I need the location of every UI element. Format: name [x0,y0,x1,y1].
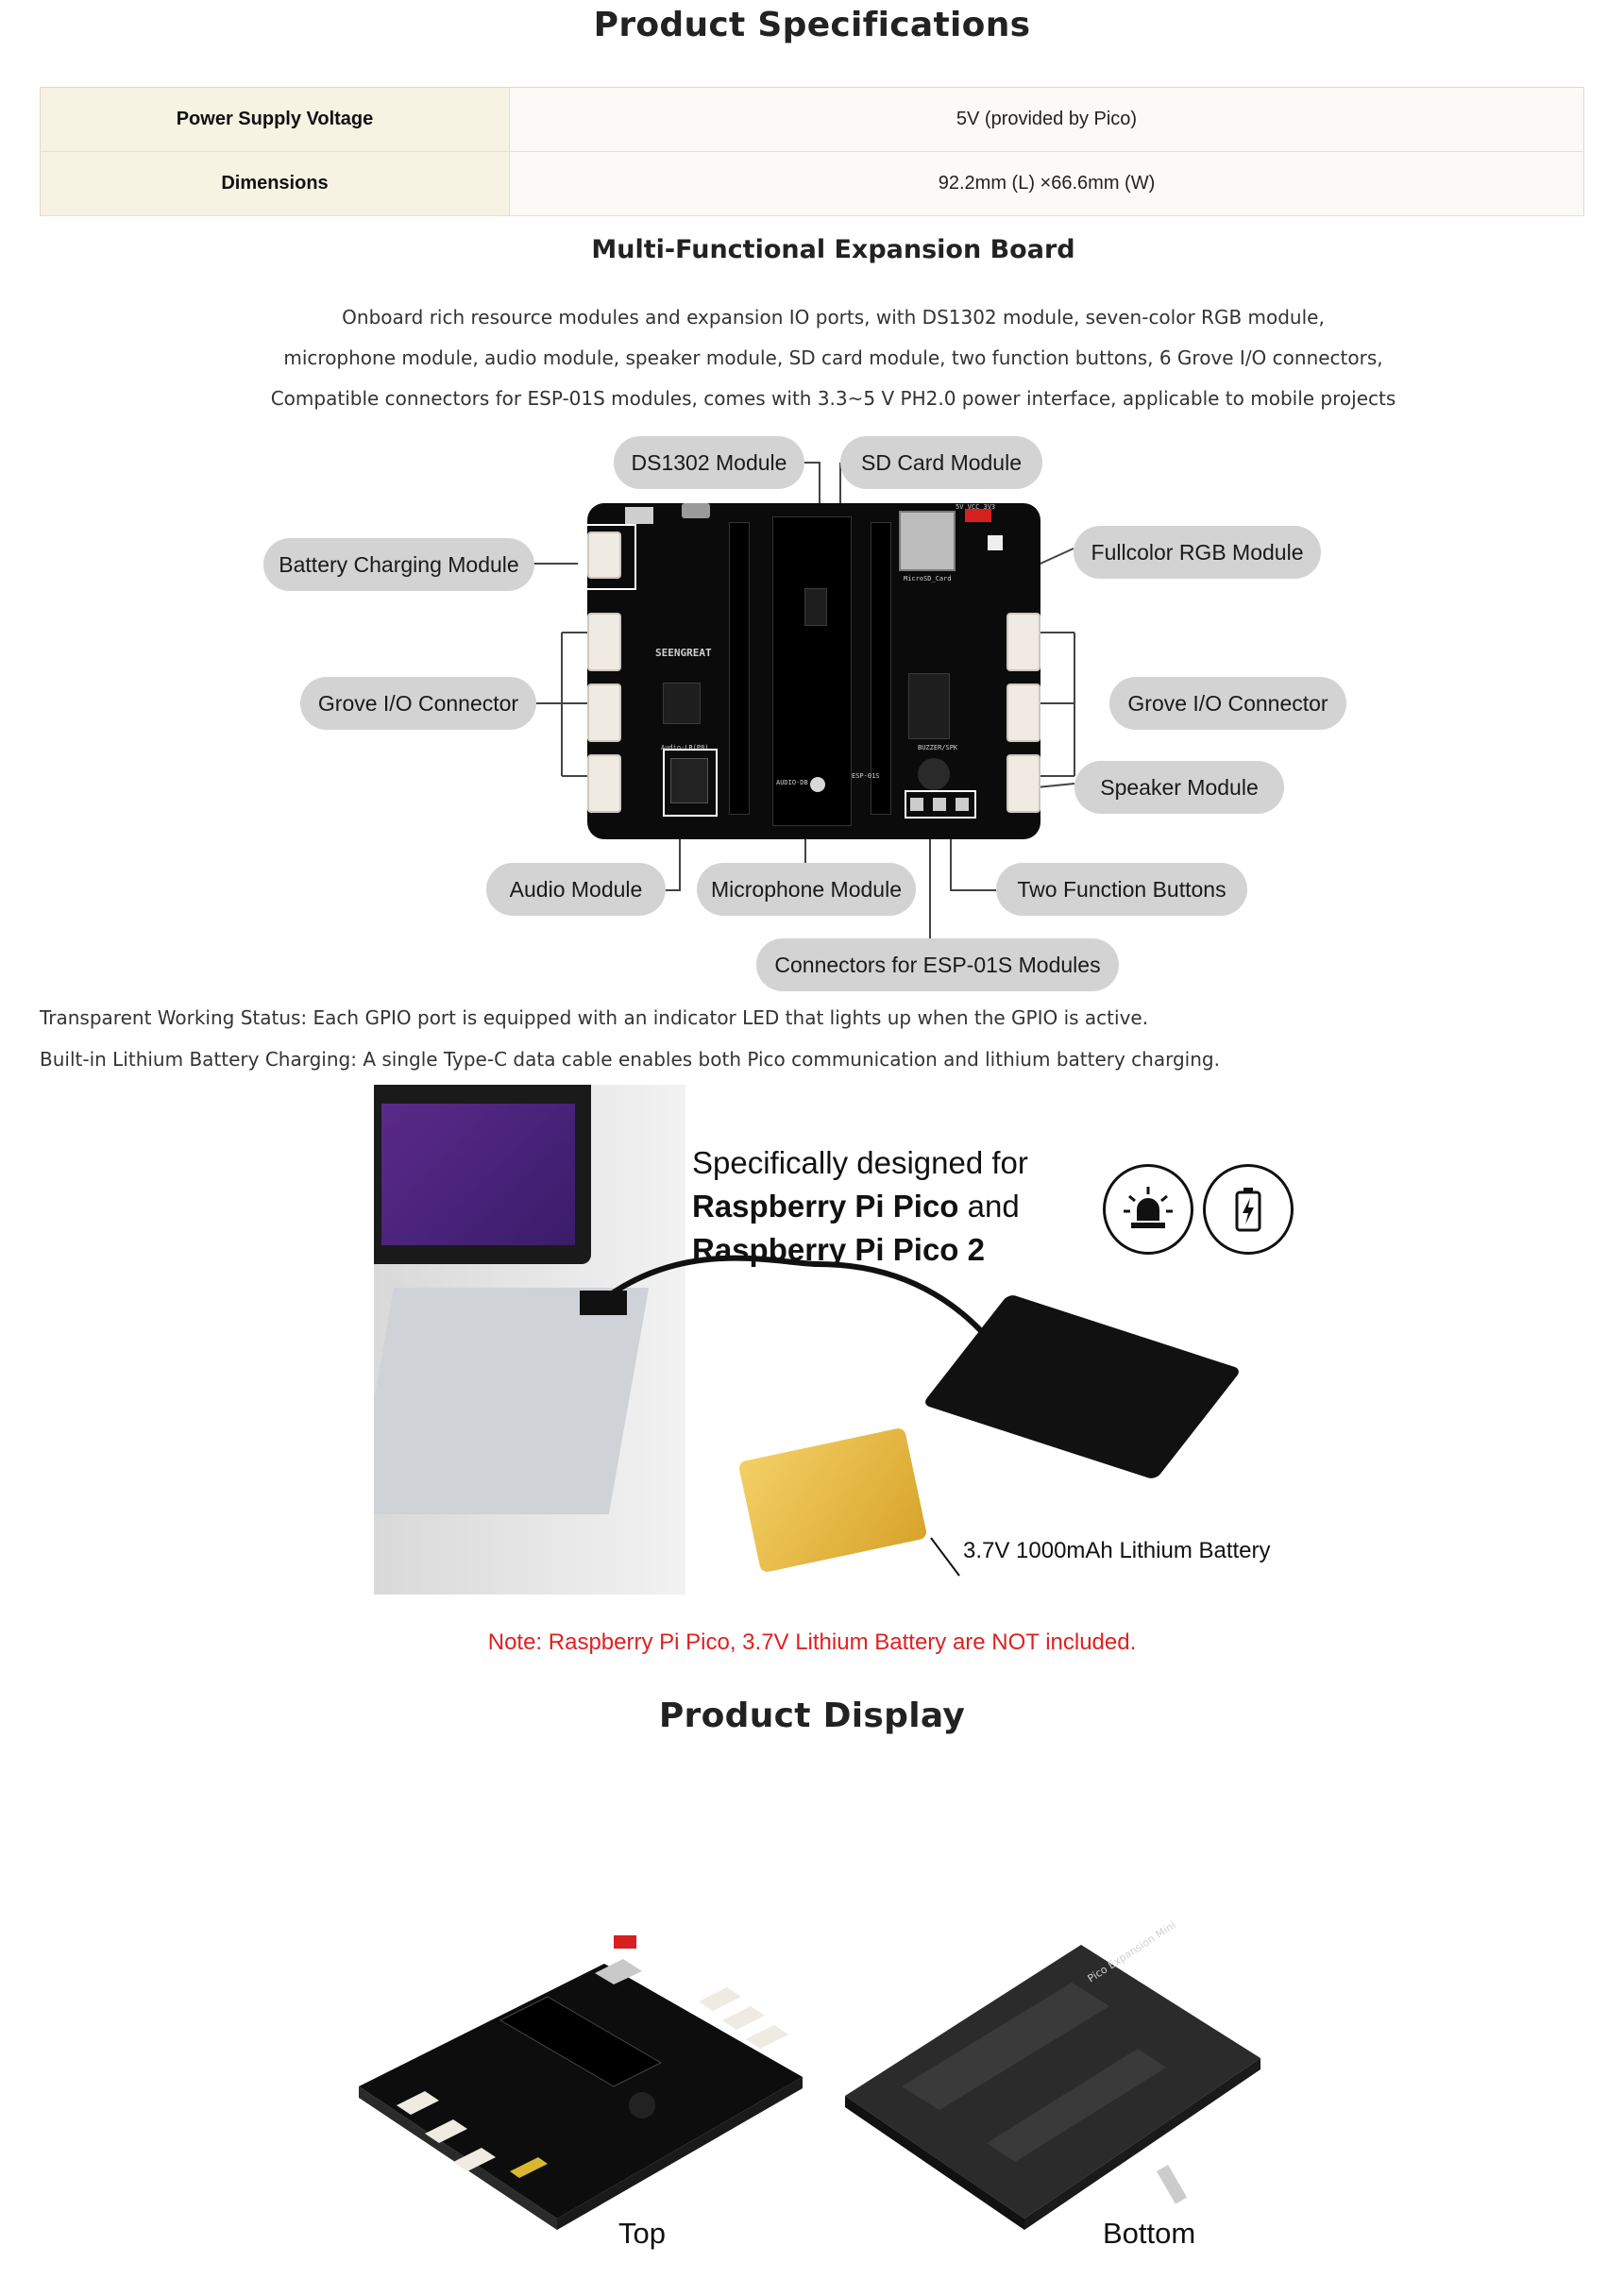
battery-label: 3.7V 1000mAh Lithium Battery [963,1538,1271,1563]
pico-header [772,516,852,826]
grove-port [1007,754,1040,813]
highlight-box [663,749,718,817]
screen-tiles [381,1104,575,1245]
board-silk: MicroSD_Card [904,575,952,582]
description-line: microphone module, audio module, speaker… [283,346,1383,369]
callout-ds1302: DS1302 Module [614,436,804,489]
board-silk: AUDIO-DB [776,779,808,786]
pin-header-left [729,522,750,815]
grove-port [587,613,621,671]
sd-slot [899,511,956,571]
usb-c-port [682,503,710,518]
bottom-board-photo: Pico Expansion Mini [845,1919,1260,2230]
bottom-label: Bottom [1103,2217,1196,2250]
spec-label: Power Supply Voltage [40,87,510,152]
table-row: Dimensions 92.2mm (L) ×66.6mm (W) [40,151,1584,216]
pin-header-right [871,522,891,815]
grove-port [587,754,621,813]
callout-audio: Audio Module [486,863,666,916]
headline-line: Specifically designed for [692,1145,1028,1180]
callout-speaker: Speaker Module [1074,761,1284,814]
callout-battery-charging: Battery Charging Module [263,538,534,591]
headline-line: and [958,1189,1020,1224]
board-brand: SEENGREAT [655,647,712,659]
callout-sd-card: SD Card Module [840,436,1042,489]
spec-title: Product Specifications [593,6,1031,44]
spec-table: Power Supply Voltage 5V (provided by Pic… [40,87,1584,216]
button-switch [910,798,923,811]
bottom-silk: Pico Expansion Mini [1086,1919,1178,1985]
microphone [810,777,825,792]
top-board-photo [359,1935,803,2230]
headline-line: Raspberry Pi Pico [692,1189,959,1224]
callout-grove-left: Grove I/O Connector [300,677,536,730]
spec-label: Dimensions [40,151,510,216]
button-switch [933,798,946,811]
promo-image: Specifically designed for Raspberry Pi P… [374,1085,1318,1595]
expansion-board-image: SEENGREAT MicroSD_Card BUZZER/SPK Audio-… [587,503,1040,839]
button-switch [956,798,969,811]
feature-text: Transparent Working Status: Each GPIO po… [40,1006,1149,1029]
laptop-screen [374,1085,591,1264]
spec-value: 5V (provided by Pico) [509,87,1584,152]
callout-buttons: Two Function Buttons [996,863,1247,916]
feature-text: Built-in Lithium Battery Charging: A sin… [40,1048,1220,1071]
audio-jack [670,758,708,803]
board-diagram: SEENGREAT MicroSD_Card BUZZER/SPK Audio-… [0,425,1624,991]
rgb-led [988,535,1003,550]
speaker-buzzer [918,758,950,790]
table-row: Power Supply Voltage 5V (provided by Pic… [40,87,1584,152]
highlight-box [905,790,976,819]
callout-esp01s: Connectors for ESP-01S Modules [756,938,1119,991]
display-title: Product Display [658,1697,966,1735]
board-silk: Audio-LR(P8) [661,744,709,751]
usb-cable [580,1255,1000,1577]
board-silk: ESP-01S [852,772,880,780]
expansion-title: Multi-Functional Expansion Board [591,235,1075,264]
grove-port [1007,684,1040,742]
callout-grove-right: Grove I/O Connector [1109,677,1346,730]
power-switch [965,509,991,522]
description-line: Onboard rich resource modules and expans… [342,306,1325,329]
description-line: Compatible connectors for ESP-01S module… [270,387,1396,410]
note-text: Note: Raspberry Pi Pico, 3.7V Lithium Ba… [487,1629,1137,1655]
ic-chip [908,673,950,739]
grove-port [1007,613,1040,671]
ic-chip [663,683,701,724]
highlight-box [587,524,636,590]
battery-connector [587,532,621,579]
spec-value: 92.2mm (L) ×66.6mm (W) [509,151,1584,216]
slide-switch [625,507,653,524]
headline-line: Raspberry Pi Pico 2 [692,1232,985,1267]
battery-charging-icon [1203,1164,1294,1255]
expansion-description: Onboard rich resource modules and expans… [0,297,1624,419]
grove-port [587,684,621,742]
board-silk: 5V VCC 3V3 [956,503,996,511]
promo-headline: Specifically designed for Raspberry Pi P… [692,1141,1028,1272]
callout-microphone: Microphone Module [697,863,916,916]
board-silk: BUZZER/SPK [918,744,958,751]
top-label: Top [618,2217,666,2250]
alarm-light-icon [1103,1164,1193,1255]
ic-chip [804,588,827,626]
callout-rgb: Fullcolor RGB Module [1074,526,1321,579]
